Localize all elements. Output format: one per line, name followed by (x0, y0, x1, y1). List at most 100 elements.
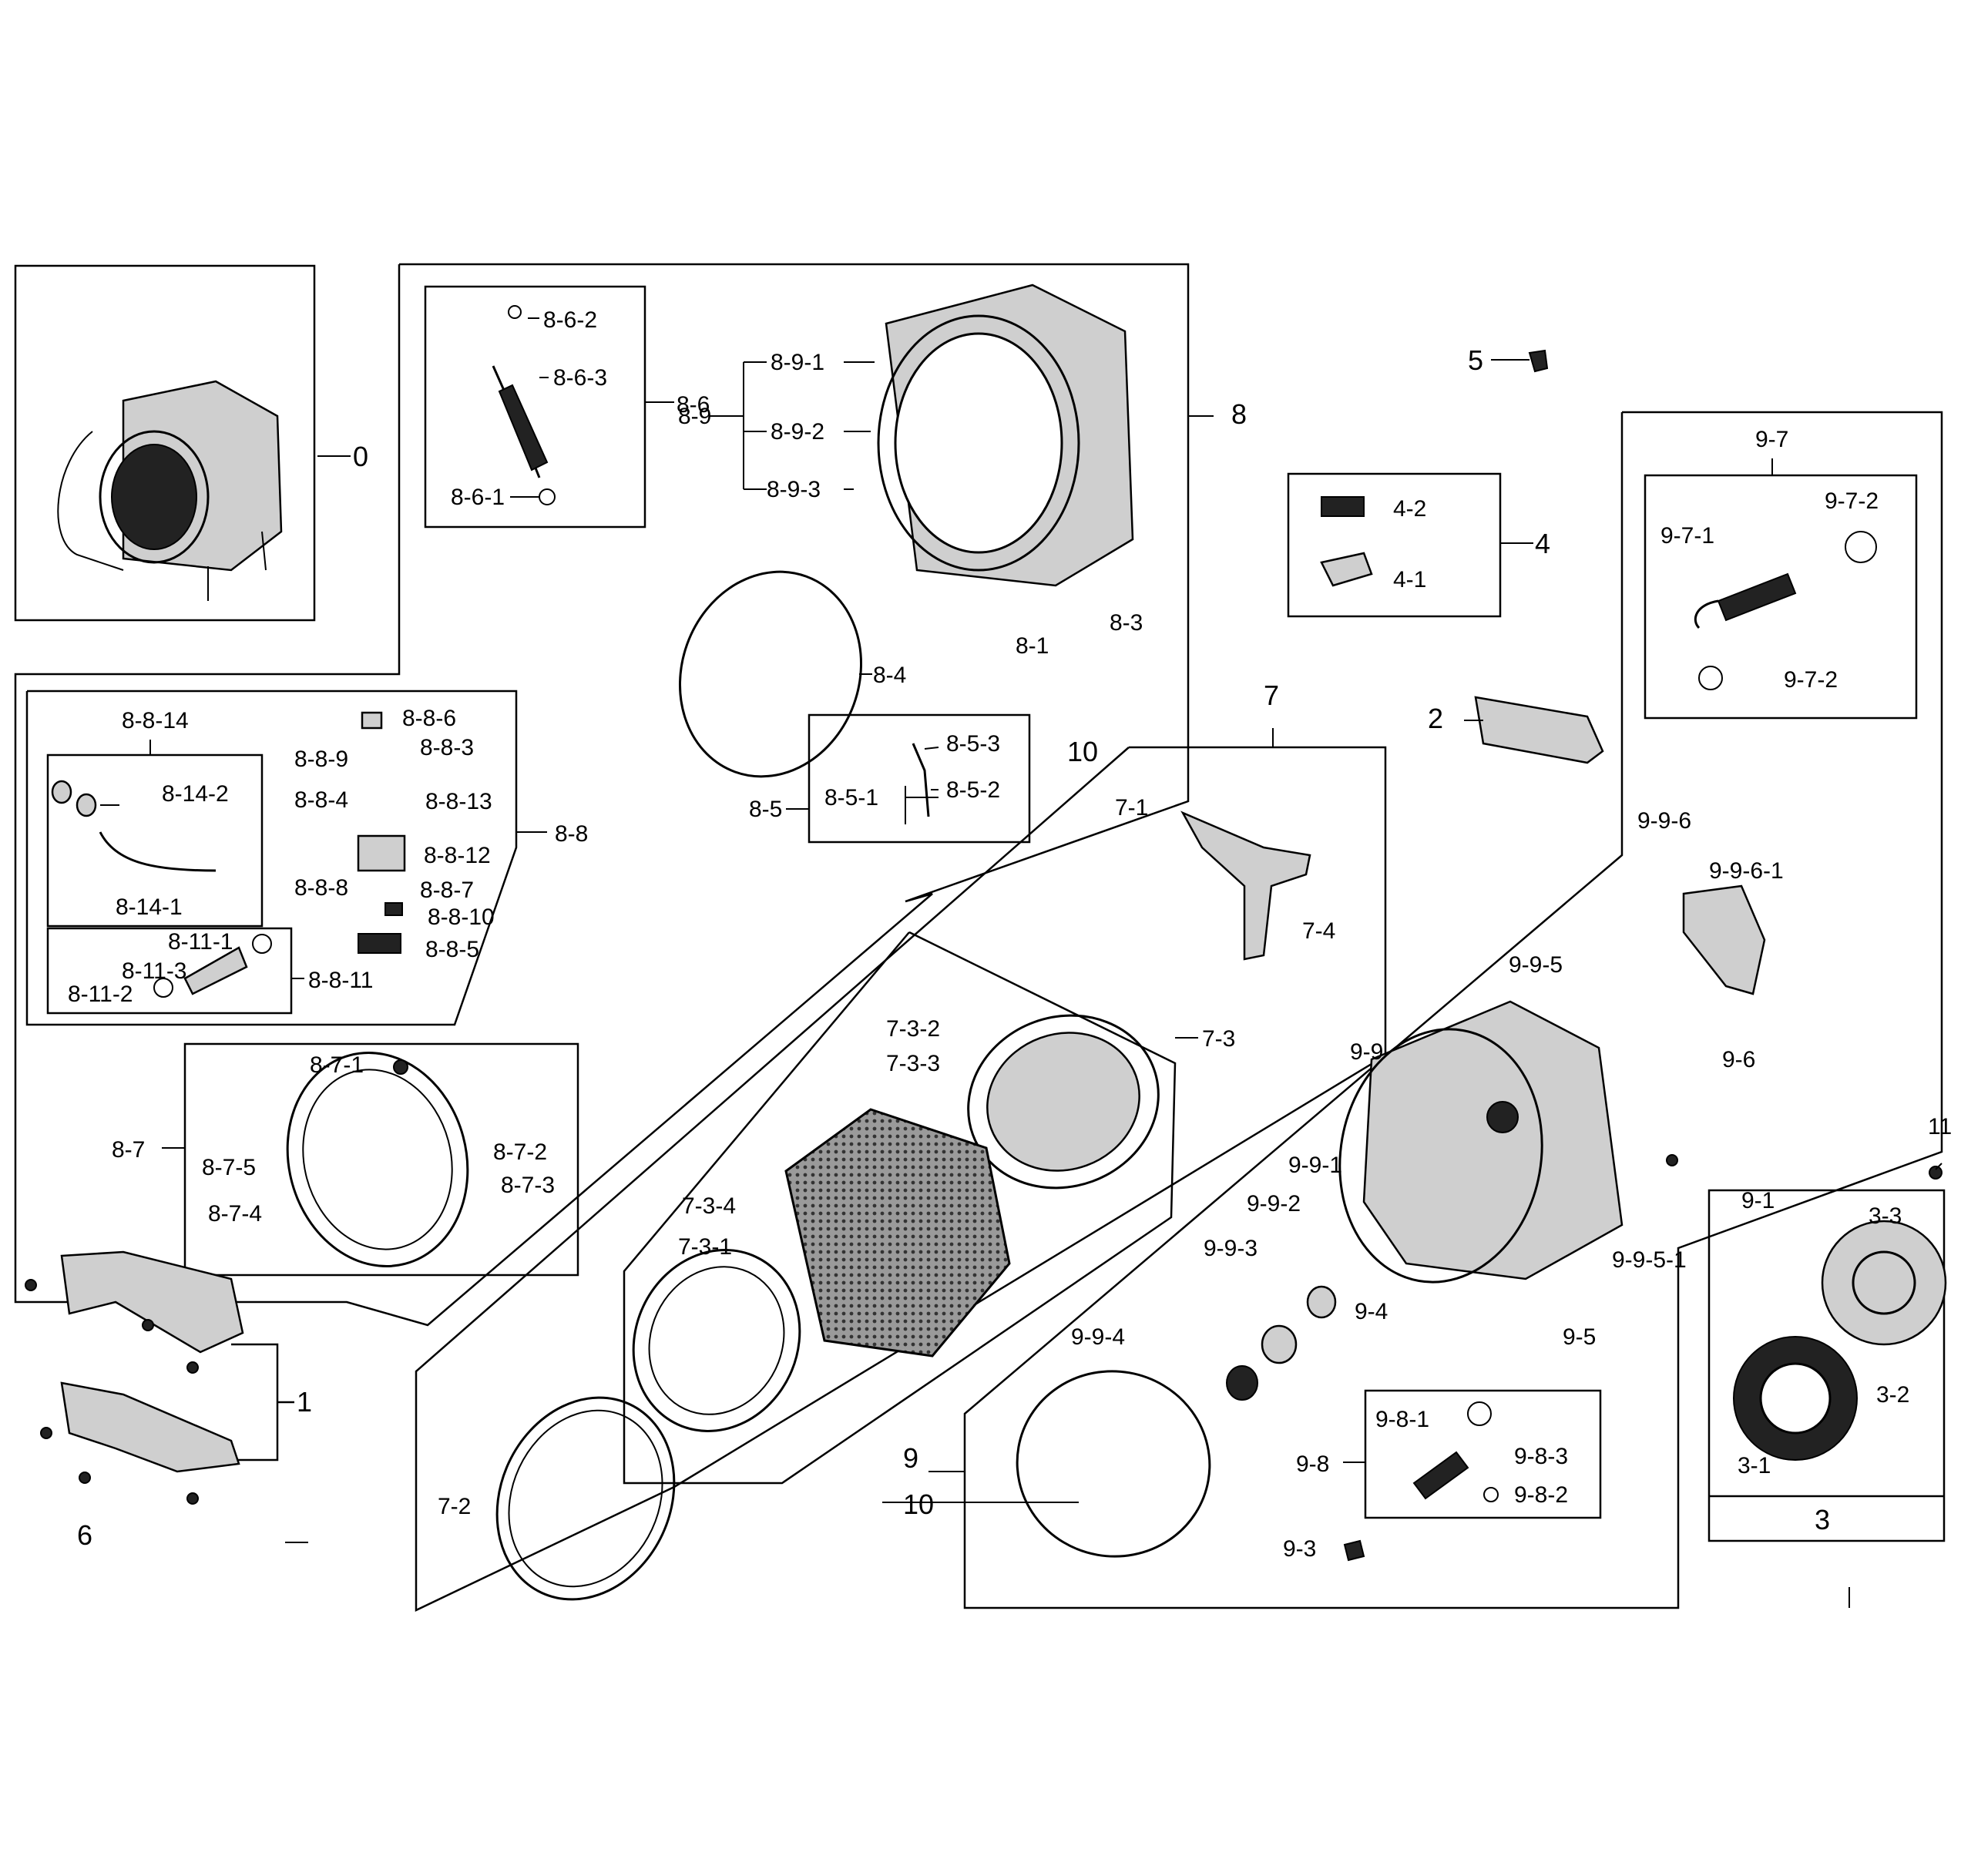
label-9-6: 9-6 (1722, 1047, 1755, 1072)
label-8-5-1: 8-5-1 (824, 785, 878, 810)
label-8-14-2: 8-14-2 (162, 781, 229, 807)
screws (25, 1154, 1943, 1505)
bearing-9-9-2 (1261, 1324, 1298, 1364)
motor-3 (1733, 1220, 1947, 1461)
drum-front-ring (632, 1249, 801, 1432)
label-8-8-5: 8-8-5 (425, 937, 479, 962)
label-8-7-4: 8-7-4 (208, 1201, 262, 1227)
label-8-8-10: 8-8-10 (428, 904, 495, 930)
labels: 0 1 2 3 3-1 3-2 3-3 4 4-1 4-2 5 6 7 7-1 … (68, 307, 1952, 1562)
label-9-9-2: 9-9-2 (1247, 1191, 1301, 1217)
label-8-8: 8-8 (555, 821, 588, 847)
bearing-9-9-1 (1306, 1285, 1337, 1319)
label-8-5-3: 8-5-3 (946, 731, 1000, 757)
drain-hose-8-6 (492, 305, 556, 505)
heater-4 (1320, 496, 1373, 587)
label-8-9-2: 8-9-2 (771, 419, 824, 445)
label-8-3: 8-3 (1110, 610, 1143, 636)
label-3-2: 3-2 (1876, 1382, 1909, 1408)
label-2: 2 (1428, 703, 1443, 734)
counterweight (1474, 696, 1604, 764)
label-8-6-2: 8-6-2 (543, 307, 597, 333)
label-5: 5 (1468, 344, 1483, 376)
box-8-8-11 (46, 927, 293, 1015)
label-8-11-2: 8-11-2 (68, 982, 133, 1007)
parts (25, 284, 1947, 1601)
label-6: 6 (77, 1519, 92, 1551)
label-7-2: 7-2 (438, 1494, 471, 1519)
box-8-7 (183, 1042, 579, 1277)
label-4-1: 4-1 (1393, 567, 1426, 592)
label-8-8-3: 8-8-3 (420, 735, 474, 760)
label-8-9-1: 8-9-1 (771, 350, 824, 375)
label-8-8-12: 8-8-12 (424, 843, 491, 868)
label-8-8-11: 8-8-11 (308, 968, 374, 993)
label-7: 7 (1264, 680, 1279, 711)
label-8-7-3: 8-7-3 (501, 1173, 555, 1198)
box-3 (1707, 1189, 1946, 1542)
label-9-9-6-1: 9-9-6-1 (1709, 858, 1784, 884)
bracket-bottom (60, 1381, 240, 1473)
label-3: 3 (1815, 1504, 1830, 1535)
label-9-8-3: 9-8-3 (1514, 1444, 1568, 1469)
label-8-11-1: 8-11-1 (168, 929, 233, 955)
label-7-3-3: 7-3-3 (886, 1051, 940, 1076)
label-9-9-3: 9-9-3 (1204, 1236, 1258, 1261)
label-8-8-13: 8-8-13 (425, 789, 492, 814)
label-8-8-9: 8-8-9 (294, 747, 348, 772)
label-8-5: 8-5 (749, 797, 782, 822)
label-8-1: 8-1 (1016, 633, 1049, 659)
label-9-7-2-bottom: 9-7-2 (1784, 667, 1838, 693)
label-4-2: 4-2 (1393, 496, 1426, 522)
bracket-top (60, 1250, 244, 1354)
box-8-8 (25, 690, 518, 1026)
balancer-ring (495, 1396, 676, 1601)
label-7-3-1: 7-3-1 (678, 1234, 732, 1260)
label-8-8-7: 8-8-7 (420, 878, 474, 903)
label-8-4: 8-4 (873, 663, 906, 688)
label-9-9-6: 9-9-6 (1637, 808, 1691, 834)
label-7-1: 7-1 (1115, 795, 1148, 821)
label-9-8-2: 9-8-2 (1514, 1482, 1568, 1508)
box-8-5 (808, 713, 1031, 844)
valve-assembly-8-8 (51, 711, 406, 998)
box-9-7 (1644, 474, 1918, 720)
label-3-3: 3-3 (1869, 1203, 1902, 1229)
box-8-6 (424, 285, 646, 529)
label-10-lower: 10 (903, 1488, 934, 1520)
leader-lines (100, 317, 1943, 1608)
tub-front (877, 284, 1134, 587)
label-9-8: 9-8 (1296, 1451, 1329, 1477)
label-8-8-6: 8-8-6 (402, 706, 456, 731)
label-9-3: 9-3 (1283, 1536, 1316, 1562)
label-9-9-4: 9-9-4 (1071, 1324, 1125, 1350)
label-8-9: 8-9 (678, 404, 711, 429)
tub-assembly-thumbnail (57, 380, 283, 601)
label-8-11-3: 8-11-3 (122, 958, 187, 984)
label-3-1: 3-1 (1738, 1453, 1771, 1478)
region-9-outline (963, 411, 1943, 1609)
label-8-6-1: 8-6-1 (451, 485, 505, 510)
label-8-14-1: 8-14-1 (116, 894, 183, 920)
part-5 (1528, 349, 1549, 373)
drum-spider (1180, 810, 1311, 961)
tub-rear-9-9 (1338, 1000, 1624, 1284)
label-9-7: 9-7 (1755, 427, 1788, 452)
rear-gasket-ring (1016, 1370, 1211, 1558)
door-ring-8-7 (286, 1052, 469, 1267)
hose-9-7 (1694, 531, 1877, 690)
part-9-9-6 (1682, 884, 1766, 995)
label-9-1: 9-1 (1741, 1188, 1775, 1213)
hose-9-8 (1343, 1401, 1499, 1562)
bracket-1 (231, 1343, 279, 1462)
label-9-9: 9-9 (1350, 1039, 1383, 1065)
box-7-3 (623, 931, 1177, 1485)
box-assembly-0 (14, 264, 316, 622)
label-7-4: 7-4 (1302, 918, 1335, 944)
label-8-5-2: 8-5-2 (946, 777, 1000, 803)
label-9-8-1: 9-8-1 (1375, 1407, 1429, 1432)
label-8-7: 8-7 (112, 1137, 145, 1163)
label-8-7-5: 8-7-5 (202, 1155, 256, 1180)
label-9-4: 9-4 (1355, 1299, 1388, 1324)
